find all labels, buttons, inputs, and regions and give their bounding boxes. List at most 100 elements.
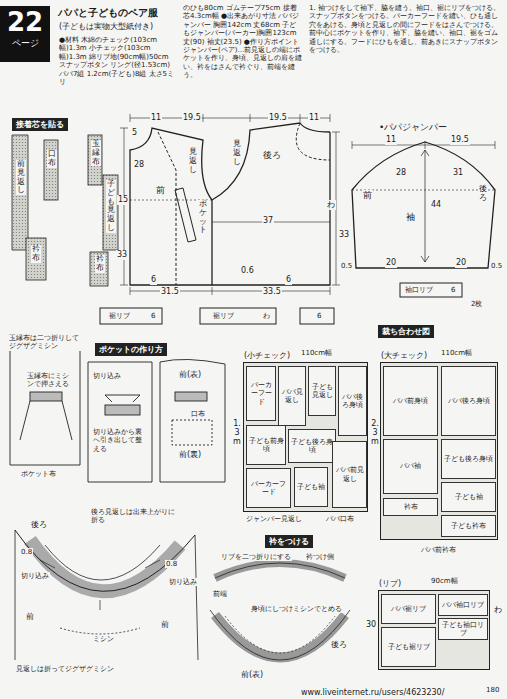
pattern-label: 身頃にしつけミシンでとめる — [250, 605, 343, 613]
pattern-label: 6 — [316, 312, 322, 320]
section-heading: 裁ち合わせ図 — [378, 325, 434, 338]
pattern-label: わ — [326, 200, 336, 210]
pattern-piece: パパ見返し — [278, 366, 306, 426]
node-text: 子ども後ろ身頃 — [444, 455, 493, 463]
pattern-label: 前(裏) — [178, 450, 202, 460]
path-shape — [160, 359, 225, 482]
pattern-label: ●材料 木綿のチェック(103cm幅)1.3m 小チェック(103cm幅)1.3… — [58, 36, 178, 86]
pattern-label: わ — [493, 605, 503, 615]
neckline-drawing — [15, 530, 198, 660]
section-heading: 接着芯を貼る — [12, 118, 68, 131]
pattern-label: 2.3m — [370, 420, 380, 446]
fabric-heading: (大チェック) — [381, 350, 427, 361]
fabric-layout: (小チェック)パーカーフードパパ見返し子ども見返しパパ後ろ身頃子ども前身頃子ども… — [243, 362, 368, 512]
node-text: パパ袖 — [400, 462, 421, 470]
path-shape — [215, 563, 345, 578]
pattern-piece: 子ども裾リブ — [381, 627, 436, 667]
fabric-layout: (リブ)パパ裾リブパパ袖口リブ子ども袖口リブ子ども裾リブ — [378, 590, 490, 670]
pattern-label: 見返しは折ってジグザグミシン — [15, 665, 115, 673]
rect-shape — [105, 405, 140, 415]
path-shape — [352, 141, 495, 149]
pattern-label: 衿布 — [31, 245, 41, 263]
rect-shape — [30, 392, 62, 401]
rect-shape — [400, 283, 462, 297]
node-text: 子ども衿布 — [451, 522, 486, 530]
pattern-label: 裾リブ — [108, 312, 131, 320]
rect-shape — [90, 252, 108, 286]
pattern-piece: パパ後ろ身頃 — [441, 366, 496, 436]
pattern-label: 前見返し — [16, 160, 26, 195]
rect-shape — [200, 308, 276, 324]
node-text: パーカーフード — [248, 381, 274, 405]
pattern-label: のひも80cm ゴムテープ75cm 接着芯4.3cm幅 ●出来あがり寸法 パパジ… — [182, 4, 304, 80]
pattern-label: 前(表) — [240, 670, 264, 680]
path-shape — [158, 132, 176, 285]
pattern-label: 90cm幅 — [430, 577, 459, 585]
pattern-label: 15 — [117, 195, 129, 205]
path-shape — [215, 615, 345, 658]
pattern-label: 1.3m — [232, 420, 242, 446]
pattern-label: ポケット布 — [20, 470, 57, 478]
pattern-label: 後ろ — [478, 185, 488, 203]
pattern-label: 33.5 — [262, 287, 282, 297]
pattern-label: 5 — [131, 128, 138, 138]
pattern-label: 110cm幅 — [440, 349, 473, 357]
node-text: パパ裾リブ — [391, 605, 426, 613]
path-shape — [210, 610, 350, 660]
pattern-label: 6 — [450, 286, 456, 294]
node-text: 子ども後ろ身頃 — [290, 438, 334, 454]
pattern-label: 0.5 — [340, 262, 353, 270]
pattern-label: 子ども見返し — [106, 180, 116, 233]
node-text: 子ども前身頃 — [248, 437, 284, 453]
pattern-label: 前端 — [212, 590, 228, 598]
pattern-label: 37 — [262, 216, 274, 226]
node-text: 22 — [0, 8, 50, 37]
pattern-label: 口布 — [190, 410, 206, 418]
path-shape — [15, 530, 198, 660]
path-shape — [130, 114, 330, 122]
pattern-label: 11 — [385, 135, 397, 145]
pattern-label: パパ口布 — [325, 515, 355, 523]
pattern-label: 28 — [395, 168, 407, 178]
pattern-label: ミシン — [92, 635, 115, 643]
node-text: ページ — [0, 37, 50, 50]
rect-shape — [103, 175, 118, 250]
pattern-label: 後ろ — [262, 150, 282, 161]
node-text: ポケットの作り方 — [99, 344, 163, 355]
pattern-label: 後ろ — [30, 520, 48, 530]
pattern-piece: 衿布 — [383, 498, 438, 516]
pattern-label: 袖口リブ — [404, 286, 434, 294]
pattern-piece: 子ども衿布 — [441, 515, 496, 537]
pattern-piece: 子ども袖口リブ — [438, 618, 488, 640]
path-shape — [130, 128, 212, 285]
rect-shape — [100, 308, 162, 324]
pattern-label: 衿布 — [95, 255, 105, 273]
pattern-label: 0.8 — [20, 548, 33, 556]
section-heading: ポケットの作り方 — [95, 343, 167, 356]
path-shape — [60, 628, 140, 634]
rect-shape — [44, 140, 58, 200]
pattern-label: 前 — [25, 612, 35, 622]
pattern-label: 19.5 — [182, 113, 202, 123]
pattern-label: 6 — [150, 312, 156, 320]
pattern-label: リブを二つ折りにする — [220, 553, 292, 561]
pattern-piece: 子ども後ろ身頃 — [441, 439, 496, 479]
pattern-label: 前 — [160, 620, 170, 630]
rect-shape — [300, 308, 334, 324]
pattern-label: 前 — [362, 190, 373, 201]
bodice-draft — [100, 114, 340, 324]
pattern-label: 1. 袖つけをして袖下、脇を縫う。袖口、裾にリブをつける。スナップボタンをつける… — [308, 4, 502, 54]
rect-shape — [26, 238, 46, 280]
pattern-label: 33 — [116, 250, 128, 260]
pattern-piece: パパ裾リブ — [381, 594, 436, 624]
pattern-label: 6 — [150, 275, 157, 285]
pattern-label: 33 — [338, 230, 350, 240]
path-shape — [172, 420, 212, 445]
rect-shape — [88, 135, 102, 185]
pattern-label: 前 — [155, 185, 166, 196]
pattern-label: 0.5 — [490, 262, 503, 270]
pattern-label: 19.5 — [450, 135, 470, 145]
fabric-layout: (大チェック)パパ前身頃パパ後ろ身頃パパ袖子ども後ろ身頃子ども袖衿布子ども衿布 — [380, 362, 498, 540]
path-shape — [215, 563, 345, 578]
